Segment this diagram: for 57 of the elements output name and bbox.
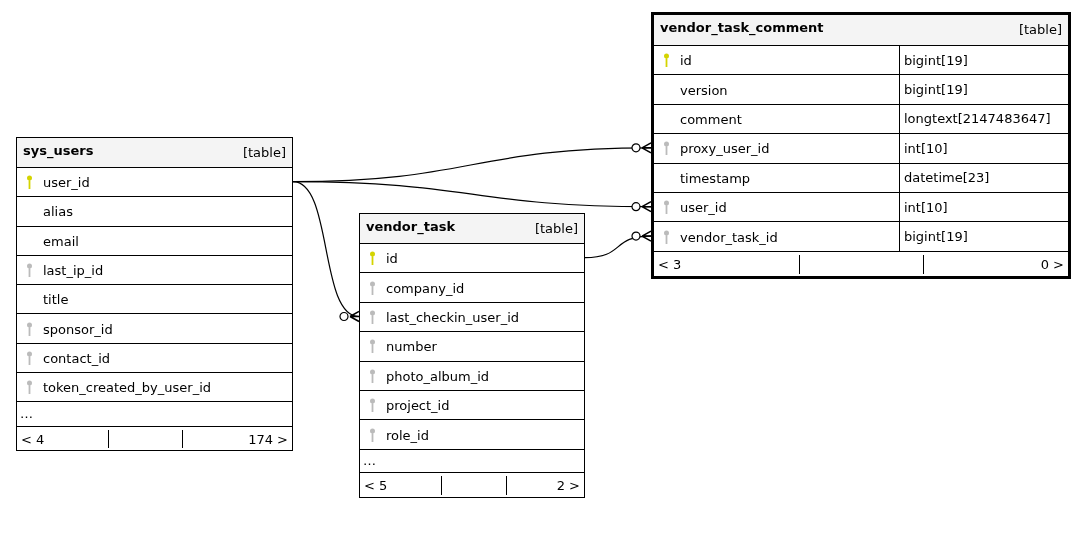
data-type: datetime[23] xyxy=(899,163,1068,192)
column-name: email xyxy=(43,233,79,249)
column-row xyxy=(654,133,1068,163)
column-name: role_id xyxy=(386,427,429,443)
column-name: user_id xyxy=(43,174,90,190)
parent-count: < 4 xyxy=(21,431,45,447)
column-name: token_created_by_user_id xyxy=(43,379,212,395)
column-name: id xyxy=(680,52,692,68)
column-name: last_ip_id xyxy=(43,262,104,278)
parent-count: < 3 xyxy=(658,256,682,272)
column-name: last_checkin_user_id xyxy=(386,309,520,325)
column-name: sponsor_id xyxy=(43,321,113,337)
data-type: int[10] xyxy=(899,134,1068,163)
column-row xyxy=(654,191,1068,222)
table-footer xyxy=(17,426,292,451)
more-columns-ellipsis: … xyxy=(363,452,376,468)
data-type: bigint[19] xyxy=(899,46,1068,75)
relationship-line xyxy=(584,230,652,259)
column-name: project_id xyxy=(386,397,450,413)
child-count: 2 > xyxy=(556,477,580,493)
column-row xyxy=(654,103,1068,134)
data-type: longtext[2147483647] xyxy=(899,104,1068,134)
table-footer xyxy=(654,250,1068,276)
table-type-label: [table] xyxy=(1018,22,1062,37)
column-name: user_id xyxy=(680,199,727,215)
table-name: vendor_task xyxy=(366,219,456,234)
data-type: bigint[19] xyxy=(899,75,1068,104)
column-name: version xyxy=(680,82,728,98)
column-name: company_id xyxy=(386,280,465,296)
child-count: 174 > xyxy=(248,431,288,447)
column-name: timestamp xyxy=(680,170,751,186)
column-name: contact_id xyxy=(43,350,110,366)
column-name: title xyxy=(43,291,69,307)
parent-count: < 5 xyxy=(364,477,388,493)
table-name: vendor_task_comment xyxy=(660,20,824,35)
column-name: number xyxy=(386,338,437,354)
column-name: id xyxy=(386,250,398,266)
table-box xyxy=(16,137,293,452)
more-columns-ellipsis: … xyxy=(20,406,33,422)
column-row xyxy=(654,74,1068,104)
table-name: sys_users xyxy=(23,143,94,158)
column-row xyxy=(654,162,1068,192)
data-type: bigint[19] xyxy=(899,222,1068,251)
table-type-label: [table] xyxy=(534,221,578,236)
table-box xyxy=(651,12,1071,279)
column-name: vendor_task_id xyxy=(680,229,778,245)
column-row xyxy=(654,45,1068,75)
data-type: int[10] xyxy=(899,192,1068,222)
column-name: photo_album_id xyxy=(386,368,490,384)
column-name: comment xyxy=(680,111,742,127)
column-name: proxy_user_id xyxy=(680,140,770,156)
table-type-label: [table] xyxy=(242,145,286,160)
table-footer xyxy=(360,471,584,497)
child-count: 0 > xyxy=(1040,256,1064,272)
column-row xyxy=(654,221,1068,251)
table-box xyxy=(359,213,585,498)
column-name: alias xyxy=(43,203,73,219)
